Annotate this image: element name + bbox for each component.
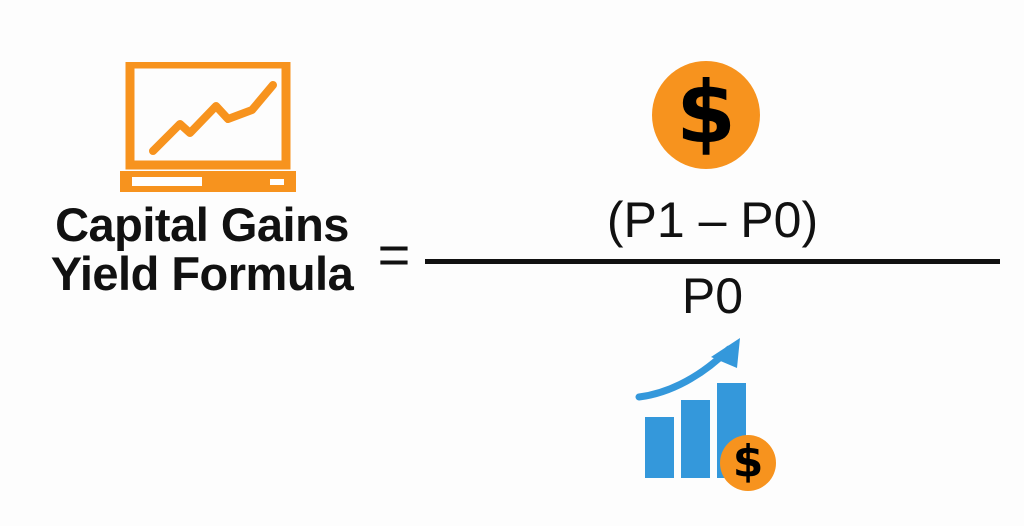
laptop-growth-chart-icon: [118, 59, 318, 192]
dollar-sign-glyph: $: [676, 63, 736, 163]
fraction-bar: [425, 259, 1000, 264]
page-title: Capital Gains Yield Formula: [28, 200, 376, 298]
small-dollar-coin-icon: $: [720, 435, 776, 491]
title-line-2: Yield Formula: [50, 247, 354, 300]
dollar-coin-icon: $: [652, 61, 760, 169]
formula-fraction: (P1 – P0) P0: [425, 190, 1000, 330]
equals-sign: =: [377, 223, 411, 286]
small-coin-circle: [720, 435, 776, 491]
title-line-1: Capital Gains: [55, 198, 349, 251]
bar-1: [645, 417, 674, 478]
fraction-numerator: (P1 – P0): [606, 192, 819, 248]
bar-2: [681, 400, 710, 478]
small-dollar-sign-glyph: $: [732, 436, 764, 487]
fraction-denominator: P0: [681, 268, 744, 324]
coin-circle: [652, 61, 760, 169]
